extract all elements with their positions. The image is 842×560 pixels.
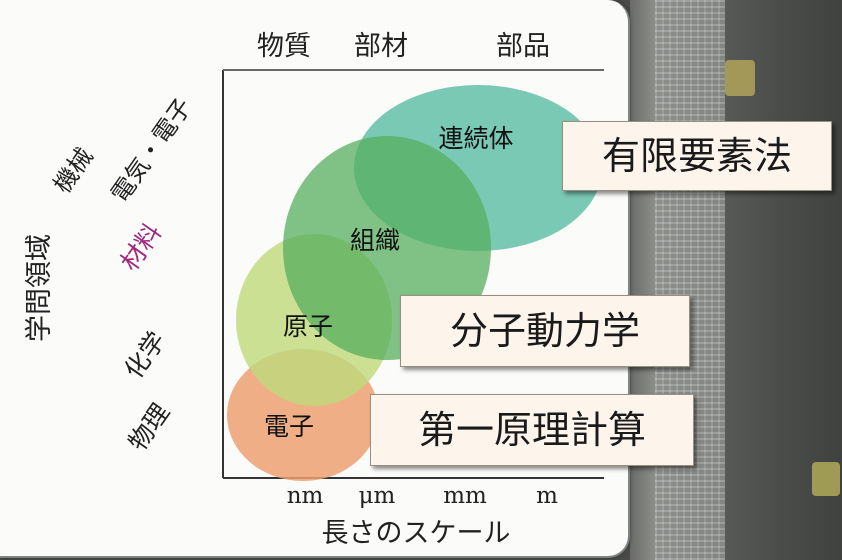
callout-first-principles: 第一原理計算 [370, 394, 694, 466]
domain-physics: 物理 [123, 398, 175, 456]
label-continuum: 連続体 [438, 124, 513, 153]
yellow-sticker [812, 462, 840, 496]
domain-electrical: 電気・電子 [106, 93, 198, 207]
y-axis-title: 学問領域 [24, 234, 55, 342]
label-electron: 電子 [264, 412, 314, 441]
label-microstructure: 組織 [350, 226, 400, 255]
callout-finite-element-method: 有限要素法 [562, 121, 832, 191]
x-axis-title: 長さのスケール [322, 518, 511, 549]
column-header-part: 部品 [496, 31, 550, 62]
x-tick-nm: nm [287, 483, 324, 509]
callout-molecular-dynamics: 分子動力学 [400, 295, 690, 367]
yellow-sticker [725, 60, 755, 96]
callout-md-text: 分子動力学 [449, 309, 640, 353]
multiscale-diagram: 物質 部材 部品 連続体 組織 原子 電子 学問領域 機械 電気・電子 材料 化… [24, 31, 604, 549]
column-header-member: 部材 [354, 31, 408, 62]
domain-materials: 材料 [115, 218, 167, 276]
label-atom: 原子 [283, 312, 333, 341]
column-header-substance: 物質 [257, 31, 311, 62]
diagram-card: 物質 部材 部品 連続体 組織 原子 電子 学問領域 機械 電気・電子 材料 化… [0, 0, 630, 558]
callout-fem-text: 有限要素法 [601, 134, 792, 178]
metal-panel [655, 0, 725, 560]
x-tick-um: μm [359, 483, 396, 509]
x-tick-m: m [536, 483, 558, 509]
callout-fp-text: 第一原理計算 [417, 408, 646, 452]
x-tick-mm: mm [443, 483, 487, 509]
domain-mechanical: 機械 [48, 143, 98, 198]
domain-chemistry: 化学 [119, 326, 171, 384]
